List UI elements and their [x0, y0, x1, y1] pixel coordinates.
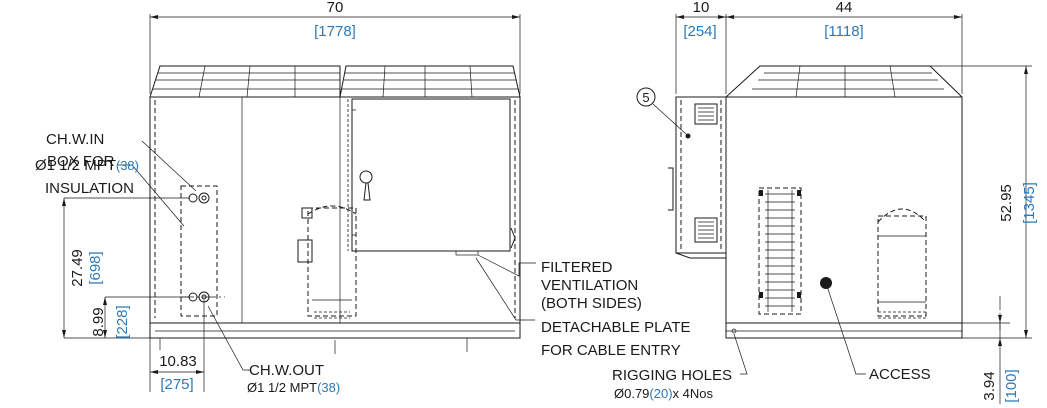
- base-height-mm: [100]: [1003, 369, 1020, 402]
- inlet-callout-title: CH.W.IN: [46, 131, 104, 148]
- side-width-dimensions: 10 [254] 44 [1118]: [675, 0, 963, 94]
- plate-line-1: DETACHABLE PLATE: [541, 319, 691, 336]
- insulation-line-2: INSULATION: [45, 180, 134, 197]
- front-cabinet: [149, 96, 521, 324]
- side-base-dimension: 3.94 [100]: [962, 315, 1020, 404]
- side-view: 5: [612, 0, 1038, 404]
- rigging-mm: (20): [649, 386, 672, 401]
- front-fan-guard-right: [339, 65, 521, 98]
- side-control-box: 5: [636, 87, 727, 259]
- front-callouts: CH.W.IN Ø1 1/2 MPT(38) BOX FOR INSULATIO…: [35, 131, 691, 395]
- outlet-height-mm: [228]: [114, 305, 131, 338]
- outlet-callout-title: CH.W.OUT: [249, 362, 324, 379]
- side-callouts: RIGGING HOLES Ø0.79(20)x 4Nos ACCESS: [612, 282, 931, 401]
- front-width-dimension: 70 [1778]: [149, 0, 521, 94]
- item-number: 5: [642, 90, 649, 105]
- rigging-count: x 4Nos: [673, 386, 714, 401]
- front-control-panel: [347, 98, 516, 256]
- inlet-height-mm: [698]: [87, 251, 104, 284]
- front-fan-guard-left: [149, 65, 341, 98]
- side-height-mm: [1345]: [1021, 182, 1038, 224]
- inlet-size: Ø1 1/2 MPT: [35, 157, 116, 174]
- side-height-dimension: 52.95 [1345]: [930, 65, 1038, 339]
- front-compressor: [297, 205, 357, 319]
- side-height-inches: 52.95: [998, 184, 1015, 222]
- front-heat-exchanger: [180, 185, 225, 317]
- side-heat-exchanger: [758, 187, 802, 315]
- inlet-height-inches: 27.49: [69, 249, 86, 287]
- insulation-first-line: BOX FOR: [47, 153, 115, 170]
- box-depth-inches: 10: [693, 0, 710, 16]
- ventilation-line-3: (BOTH SIDES): [541, 295, 642, 312]
- rigging-callout: Ø0.79(20)x 4Nos: [614, 386, 714, 401]
- plate-line-2: FOR CABLE ENTRY: [541, 342, 681, 359]
- front-height-dimensions: 27.49 [698] 8.99 [228]: [62, 197, 190, 339]
- outlet-size: Ø1 1/2 MPT: [247, 380, 317, 395]
- side-compressor: [877, 208, 927, 319]
- side-fan-guard: [725, 65, 963, 98]
- rigging-size: Ø0.79: [614, 386, 649, 401]
- side-cabinet: [725, 96, 963, 324]
- ventilation-line-1: FILTERED: [541, 259, 613, 276]
- outlet-mm: (38): [317, 380, 340, 395]
- inlet-callout: Ø1 1/2 MPT(38): [35, 157, 139, 174]
- item-number-balloon: [636, 87, 656, 107]
- front-width-inches: 70: [327, 0, 344, 16]
- front-offset-dimension: 10.83 [275]: [149, 300, 205, 393]
- base-height-inches: 3.94: [981, 371, 998, 400]
- ventilation-line-2: VENTILATION: [541, 277, 638, 294]
- outlet-callout: Ø1 1/2 MPT(38): [247, 380, 340, 395]
- side-width-mm: [1118]: [824, 23, 863, 40]
- front-width-mm: [1778]: [314, 23, 356, 40]
- box-depth-mm: [254]: [683, 23, 716, 40]
- outlet-height-inches: 8.99: [90, 307, 107, 336]
- side-width-inches: 44: [836, 0, 853, 16]
- side-base: [725, 296, 1001, 339]
- front-base: [149, 322, 521, 355]
- inlet-mm: (38): [116, 158, 139, 173]
- offset-inches: 10.83: [159, 353, 197, 370]
- access-callout: ACCESS: [869, 366, 931, 383]
- front-view: 70 [1778] 27.49 [698] 8.99 [228] 10.83 […: [35, 0, 691, 395]
- rigging-callout-title: RIGGING HOLES: [612, 367, 732, 384]
- offset-mm: [275]: [160, 376, 193, 393]
